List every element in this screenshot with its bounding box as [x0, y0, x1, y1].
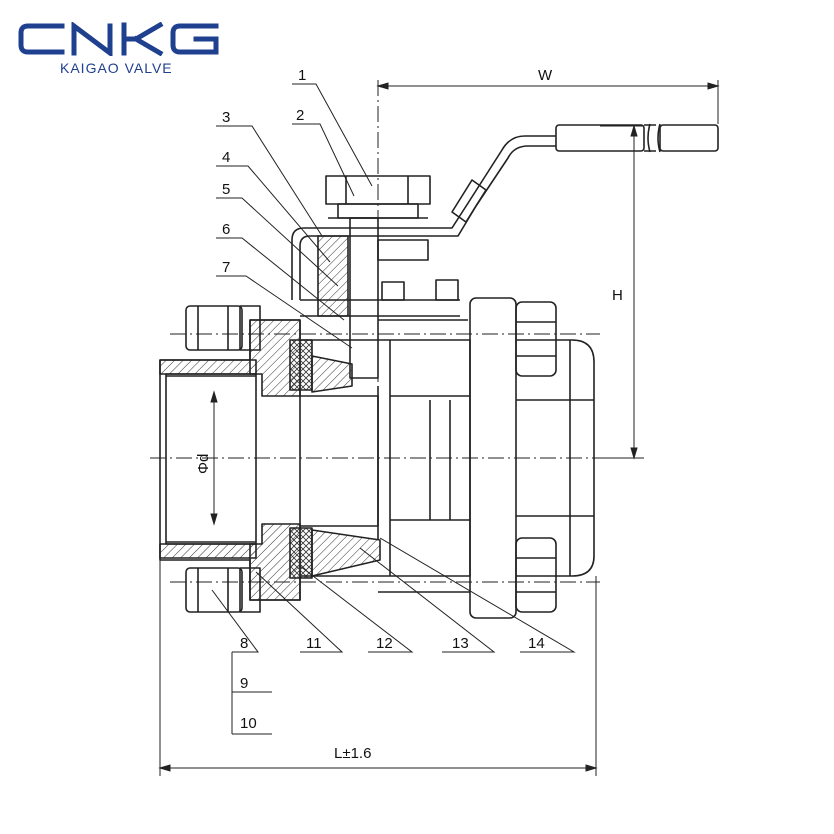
dim-h-arrows — [630, 124, 638, 460]
part-label-9: 9 — [240, 675, 248, 692]
part-label-13: 13 — [452, 635, 469, 652]
part-label-11: 11 — [306, 635, 322, 652]
bolt-top-right — [515, 301, 557, 377]
part-labels: 1 2 3 4 5 6 7 8 9 10 11 12 13 14 — [222, 67, 545, 732]
leader-lines — [211, 83, 576, 735]
bolt-bottom-left — [185, 567, 261, 613]
dim-label-w: W — [538, 67, 553, 84]
dim-d-arrows — [210, 390, 218, 526]
part-label-1: 1 — [298, 67, 306, 84]
part-label-2: 2 — [296, 107, 304, 124]
part-label-4: 4 — [222, 149, 230, 166]
seat-and-ball — [289, 339, 381, 579]
part-label-10: 10 — [240, 715, 257, 732]
bolt-top-left — [185, 305, 261, 351]
left-end-cap — [159, 319, 301, 601]
dim-label-l: L±1.6 — [334, 745, 371, 762]
part-label-5: 5 — [222, 181, 230, 198]
part-label-6: 6 — [222, 221, 230, 238]
dim-w-arrows — [376, 82, 720, 90]
brand: KAIGAO VALVE — [18, 22, 228, 76]
part-label-12: 12 — [376, 635, 393, 652]
bolt-bottom-right — [515, 537, 557, 613]
part-label-7: 7 — [222, 259, 230, 276]
part-label-3: 3 — [222, 109, 230, 126]
part-label-14: 14 — [528, 635, 545, 652]
cnkg-logo — [18, 22, 219, 56]
dim-label-d: Φd — [195, 454, 212, 474]
brand-subtitle: KAIGAO VALVE — [60, 60, 173, 76]
part-label-8: 8 — [240, 635, 248, 652]
stem-assembly — [300, 217, 460, 379]
dimension-labels: W H Φd L±1.6 — [195, 67, 623, 762]
dim-label-h: H — [612, 287, 623, 304]
handle-lever — [291, 123, 719, 300]
dim-l-arrows — [158, 764, 598, 772]
